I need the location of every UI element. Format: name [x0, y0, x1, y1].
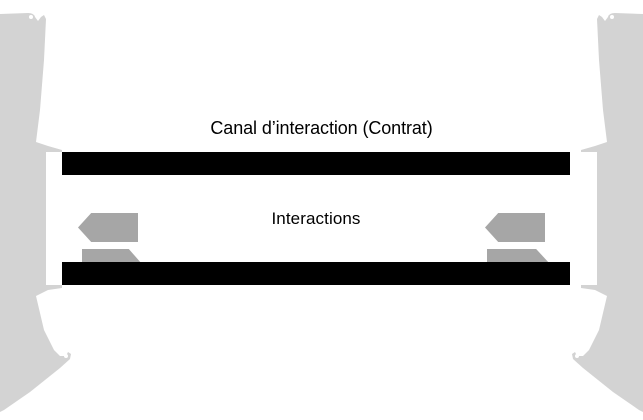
left-upper-arrow-icon [78, 213, 138, 242]
left-shape-corner-dot-bottom [64, 354, 68, 358]
interaction-channel: Interactions [62, 152, 570, 285]
left-shape-corner-dot-top [29, 15, 33, 19]
right-shape-corner-dot-bottom [575, 354, 579, 358]
channel-body: Interactions [62, 175, 570, 279]
right-actor-shape [572, 13, 643, 412]
right-shape-corner-dot-top [610, 15, 614, 19]
channel-top-border [62, 152, 570, 175]
right-upper-arrow-icon [485, 213, 545, 242]
left-actor-shape [0, 13, 71, 412]
channel-bottom-border [62, 262, 570, 285]
page-title: Canal d’interaction (Contrat) [210, 118, 433, 138]
channel-center-label: Interactions [271, 208, 361, 228]
